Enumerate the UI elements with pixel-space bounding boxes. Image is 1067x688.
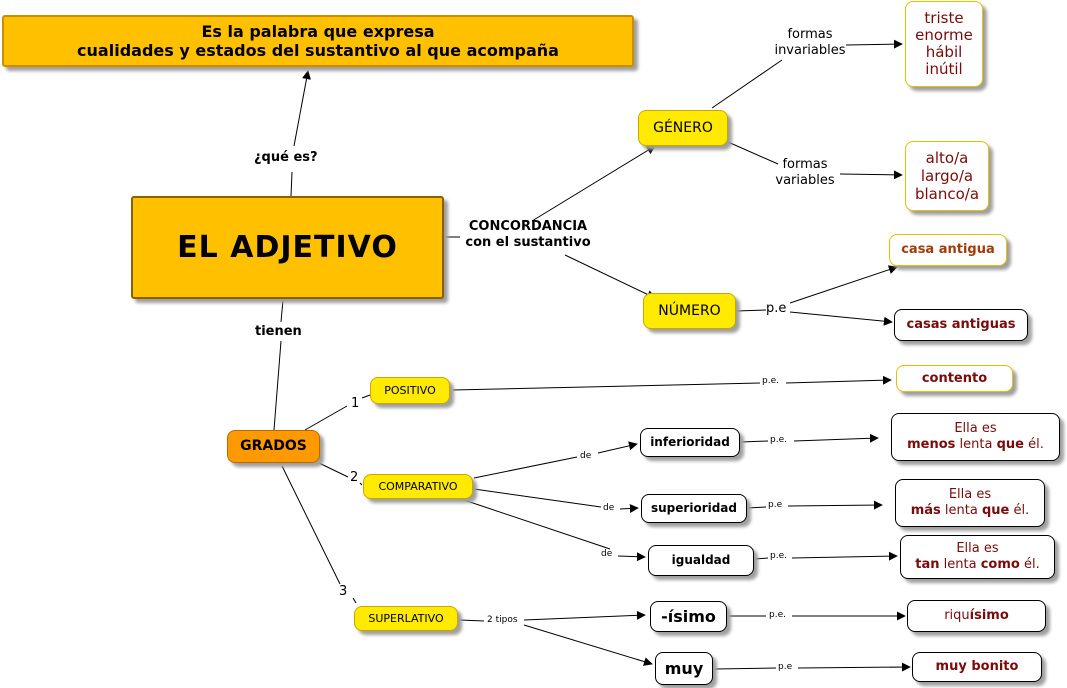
pe-isimo-label: p.e. <box>769 610 786 620</box>
definition-box: Es la palabra que expresa cualidades y e… <box>2 15 634 67</box>
inferioridad-box: inferioridad <box>640 428 740 457</box>
main-concept: EL ADJETIVO <box>131 196 444 299</box>
example-inutil: inútil <box>925 60 963 79</box>
casas-antiguas-box: casas antiguas <box>894 309 1028 341</box>
formas-invariables-label: formas invariables <box>768 27 852 58</box>
example-igualdad-line1: Ella es <box>956 541 999 557</box>
invariables-examples-box: triste enorme hábil inútil <box>905 1 983 87</box>
riquisimo-suffix: ísimo <box>969 608 1009 624</box>
pe-numero-label: p.e <box>766 301 787 316</box>
igualdad-label: igualdad <box>671 553 731 568</box>
superlativo-node: SUPERLATIVO <box>354 606 458 631</box>
num-3-label: 3 <box>339 584 348 599</box>
muy-bonito-label: muy bonito <box>935 659 1019 675</box>
inferioridad-label: inferioridad <box>650 435 730 450</box>
igualdad-box: igualdad <box>648 545 754 576</box>
example-inferioridad-bold1: menos <box>907 437 956 452</box>
link-concordancia-line2: con el sustantivo <box>465 234 591 250</box>
example-largo: largo/a <box>920 167 974 185</box>
link-concordancia-line1: CONCORDANCIA <box>468 219 588 234</box>
dos-tipos-label: 2 tipos <box>487 615 518 625</box>
pe-muy-label: p.e <box>778 662 793 672</box>
example-alto: alto/a <box>925 149 969 167</box>
genero-node: GÉNERO <box>638 110 728 146</box>
example-superioridad-mid: lenta <box>940 503 982 518</box>
link-concordancia: CONCORDANCIA con el sustantivo <box>460 219 596 250</box>
formas-invariables-line1: formas <box>787 27 833 42</box>
link-tienen: tienen <box>255 324 302 339</box>
pe-superioridad-label: p.e <box>768 500 783 510</box>
definition-line2: cualidades y estados del sustantivo al q… <box>77 41 559 60</box>
comparativo-node: COMPARATIVO <box>363 474 473 499</box>
genero-label: GÉNERO <box>653 119 713 136</box>
example-inferioridad-box: Ella es menos lenta que él. <box>891 413 1060 461</box>
example-inferioridad-end: él. <box>1024 437 1044 452</box>
isimo-box: -ísimo <box>650 601 727 632</box>
example-igualdad-line2: tan lenta como él. <box>915 557 1039 573</box>
positivo-node: POSITIVO <box>370 377 450 404</box>
example-igualdad-end: él. <box>1019 557 1040 572</box>
pe-inferioridad-label: p.e. <box>770 435 787 445</box>
num-2-label: 2 <box>350 470 359 485</box>
example-superioridad-bold1: más <box>910 503 941 518</box>
example-triste: triste <box>924 8 964 27</box>
grados-node: GRADOS <box>227 430 320 463</box>
isimo-label: -ísimo <box>661 606 716 626</box>
pe-igualdad-label: p.e. <box>770 551 787 561</box>
casa-antigua-box: casa antigua <box>889 234 1007 266</box>
muy-label: muy <box>664 658 704 678</box>
contento-box: contento <box>896 365 1013 392</box>
de-inferioridad-label: de <box>580 451 592 461</box>
de-superioridad-label: de <box>603 503 615 513</box>
formas-variables-line2: variables <box>775 172 835 188</box>
link-que-es: ¿qué es? <box>254 150 318 165</box>
example-inferioridad-line2: menos lenta que él. <box>907 437 1044 453</box>
num-1-label: 1 <box>351 396 360 411</box>
muy-box: muy <box>655 652 713 685</box>
example-inferioridad-line1: Ella es <box>954 421 997 437</box>
variables-examples-box: alto/a largo/a blanco/a <box>905 141 989 211</box>
riquisimo-label: riquísimo <box>944 608 1009 624</box>
casa-antigua-label: casa antigua <box>901 242 995 258</box>
main-concept-label: EL ADJETIVO <box>177 229 398 265</box>
de-igualdad-label: de <box>601 549 613 559</box>
example-inferioridad-mid: lenta <box>955 437 997 452</box>
example-inferioridad-bold2: que <box>996 437 1024 452</box>
formas-variables-label: formas variables <box>770 157 840 188</box>
example-superioridad-line2: más lenta que él. <box>911 503 1030 519</box>
superioridad-label: superioridad <box>651 501 737 516</box>
superioridad-box: superioridad <box>641 494 747 523</box>
numero-label: NÚMERO <box>658 302 721 319</box>
pe-positivo-label: p.e. <box>762 376 779 386</box>
example-enorme: enorme <box>915 25 973 44</box>
example-blanco: blanco/a <box>914 185 980 203</box>
riquisimo-box: riquísimo <box>907 600 1046 632</box>
example-habil: hábil <box>925 43 963 61</box>
example-igualdad-box: Ella es tan lenta como él. <box>900 535 1055 579</box>
riquisimo-root: riqu <box>944 608 970 624</box>
formas-invariables-line2: invariables <box>774 42 846 58</box>
comparativo-label: COMPARATIVO <box>378 479 458 493</box>
casas-antiguas-label: casas antiguas <box>906 317 1016 333</box>
example-superioridad-end: él. <box>1009 503 1030 518</box>
example-igualdad-mid: lenta <box>939 557 981 572</box>
example-superioridad-box: Ella es más lenta que él. <box>895 479 1045 527</box>
muy-bonito-box: muy bonito <box>912 652 1042 682</box>
superlativo-label: SUPERLATIVO <box>368 611 444 625</box>
positivo-label: POSITIVO <box>384 383 436 397</box>
example-superioridad-bold2: que <box>981 503 1010 518</box>
example-igualdad-bold2: como <box>980 557 1020 572</box>
numero-node: NÚMERO <box>643 293 736 329</box>
contento-label: contento <box>921 370 988 386</box>
example-igualdad-bold1: tan <box>915 557 940 572</box>
grados-label: GRADOS <box>240 438 307 455</box>
definition-line1: Es la palabra que expresa <box>201 21 435 41</box>
formas-variables-line1: formas <box>782 157 828 172</box>
example-superioridad-line1: Ella es <box>948 487 992 503</box>
